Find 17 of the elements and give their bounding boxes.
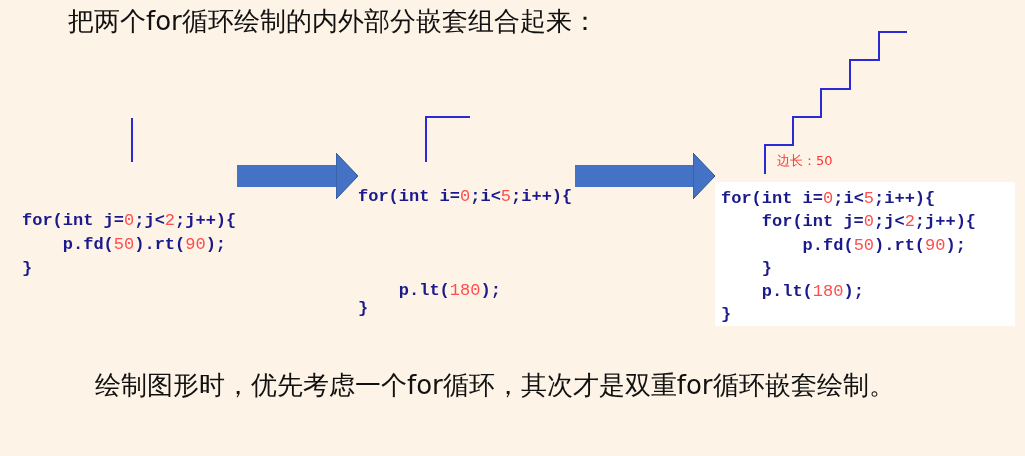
block-arrow bbox=[237, 152, 359, 200]
code-line: } bbox=[358, 298, 369, 320]
caption: 绘制图形时，优先考虑一个for循环，其次才是双重for循环嵌套绘制。 bbox=[95, 369, 896, 402]
title: 把两个for循环绘制的内外部分嵌套组合起来： bbox=[68, 5, 598, 38]
code-line: p.fd(50).rt(90); bbox=[61, 234, 227, 256]
block-arrow bbox=[575, 152, 716, 200]
code-line: } bbox=[760, 258, 772, 280]
side-length-label: 边长：50 bbox=[777, 152, 833, 170]
code-line: } bbox=[721, 304, 732, 326]
code-line: for(int i=0;i<5;i++){ bbox=[721, 188, 936, 210]
code-line: p.lt(180); bbox=[397, 280, 501, 302]
code-line: p.fd(50).rt(90); bbox=[801, 235, 966, 257]
code-line: for(int j=0;j<2;j++){ bbox=[760, 211, 977, 233]
code-line: for(int i=0;i<5;i++){ bbox=[358, 186, 573, 208]
code-line: for(int j=0;j<2;j++){ bbox=[22, 210, 237, 232]
code-line: p.lt(180); bbox=[760, 281, 864, 303]
code-line: } bbox=[22, 258, 33, 280]
